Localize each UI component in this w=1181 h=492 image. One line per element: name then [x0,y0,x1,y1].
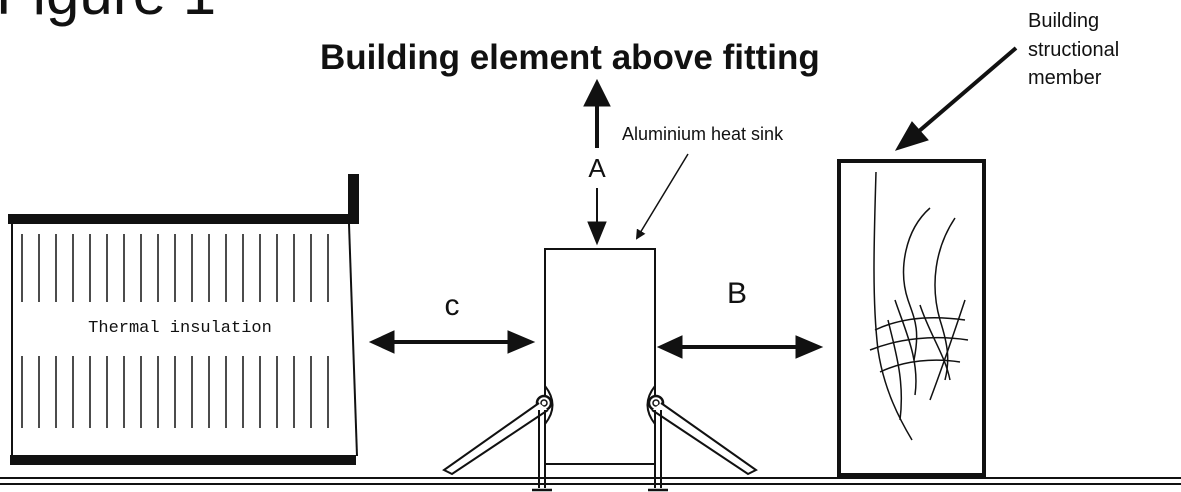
heat-sink-label: Aluminium heat sink [622,124,784,144]
dimension-a-label: A [588,153,606,183]
diagram-heading: Building element above fitting [320,38,820,77]
member-label: Building structional member [1028,10,1119,89]
member-label-line2: structional [1028,39,1119,61]
dimension-b-label: B [727,277,747,310]
dimension-c-label: c [445,289,460,322]
structural-member [837,159,986,477]
member-pointer-arrow [894,46,1018,151]
figure-title: Figure 1 [0,0,216,27]
dimension-a-arrow [583,78,611,246]
thermal-insulation-block: Thermal insulation [8,174,359,465]
member-label-line3: member [1028,67,1102,89]
dimension-c-arrow [368,330,536,354]
ceiling-line [0,477,1181,485]
dimension-b-arrow [656,335,824,359]
member-label-line1: Building [1028,10,1099,32]
insulation-label: Thermal insulation [88,319,272,338]
timber-grain [869,171,969,441]
heat-sink-leader [635,153,689,240]
light-fitting [442,248,758,492]
